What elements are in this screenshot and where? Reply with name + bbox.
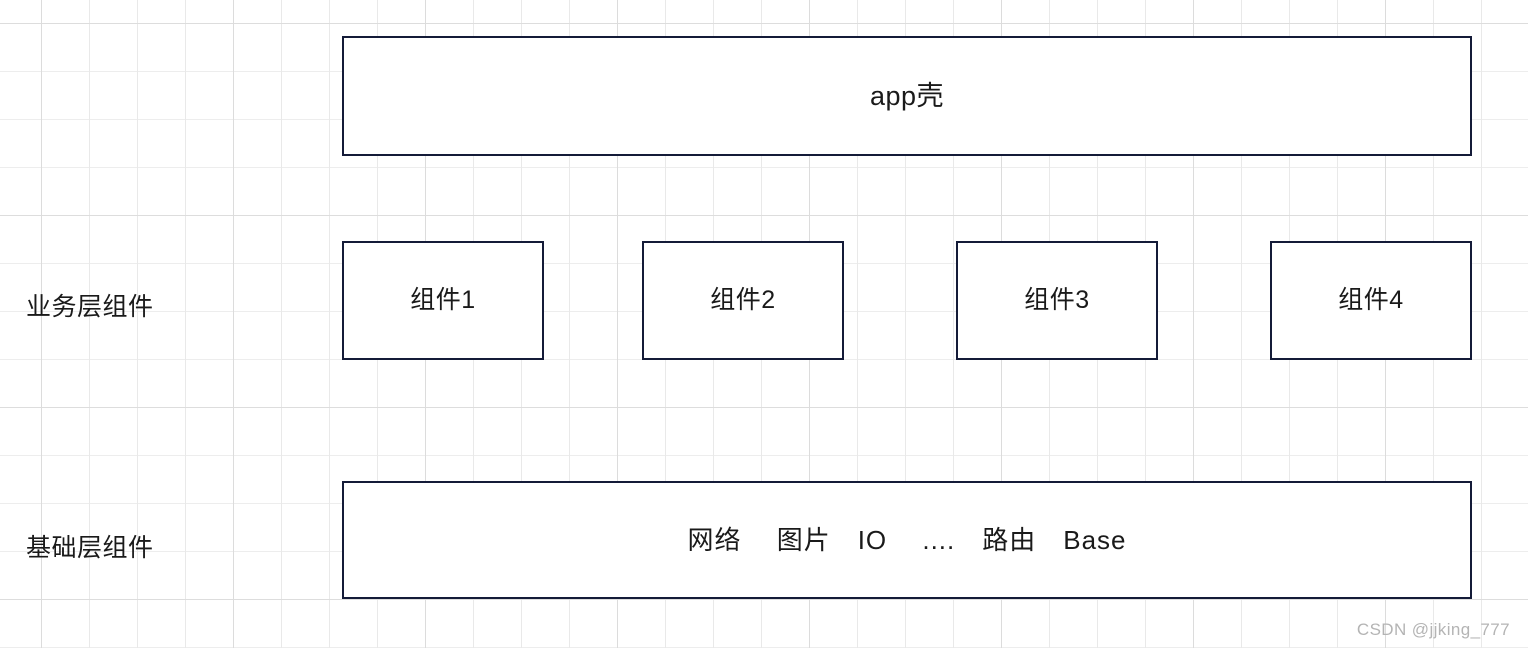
base-layer-box-label: 网络 图片 IO .... 路由 Base bbox=[687, 525, 1127, 555]
component-label-4: 组件4 bbox=[1338, 286, 1404, 314]
component-box-2[interactable]: 组件2 bbox=[642, 241, 844, 360]
component-label-1: 组件1 bbox=[410, 286, 476, 314]
component-box-3[interactable]: 组件3 bbox=[956, 241, 1158, 360]
component-box-1[interactable]: 组件1 bbox=[342, 241, 544, 360]
business-layer-row-label: 业务层组件 bbox=[26, 293, 154, 321]
app-shell-box[interactable]: app壳 bbox=[342, 36, 1472, 156]
component-label-2: 组件2 bbox=[710, 286, 776, 314]
csdn-watermark: CSDN @jjking_777 bbox=[1356, 620, 1510, 639]
component-box-4[interactable]: 组件4 bbox=[1270, 241, 1472, 360]
base-layer-box[interactable]: 网络 图片 IO .... 路由 Base bbox=[342, 481, 1472, 599]
app-shell-label: app壳 bbox=[869, 80, 945, 111]
base-layer-row-label: 基础层组件 bbox=[26, 534, 154, 562]
component-label-3: 组件3 bbox=[1024, 286, 1090, 314]
